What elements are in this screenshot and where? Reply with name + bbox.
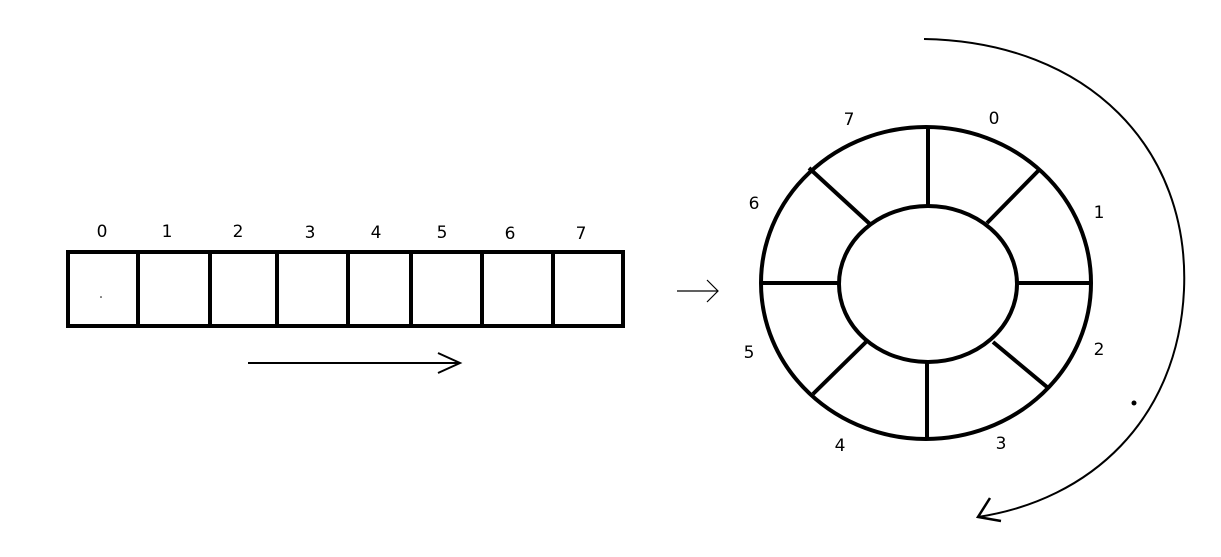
ring-spoke <box>807 166 873 227</box>
direction-arrow <box>248 352 463 374</box>
transition-arrow <box>677 279 719 303</box>
ring-index-label: 4 <box>835 436 846 456</box>
rotation-arrow <box>923 38 1186 523</box>
array-index-label: 0 <box>97 222 108 242</box>
array-index-label: 2 <box>233 222 244 242</box>
ring-spoke <box>985 167 1042 225</box>
stray-dot <box>1131 400 1137 406</box>
ring-index-label: 7 <box>844 110 855 130</box>
ring-index-label: 1 <box>1094 203 1105 223</box>
ring-inner <box>837 204 1019 364</box>
circular-buffer: 0 1 2 3 4 5 6 7 <box>744 109 1105 456</box>
ring-index-label: 2 <box>1094 340 1105 360</box>
array-outline <box>66 250 625 328</box>
ring-index-label: 6 <box>749 194 760 214</box>
array-index-label: 7 <box>576 224 587 244</box>
array-index-label: 6 <box>505 224 516 244</box>
array-index-label: 3 <box>305 223 316 243</box>
ring-index-label: 0 <box>989 109 1000 129</box>
stray-dot <box>100 296 102 298</box>
array-index-label: 1 <box>162 222 173 242</box>
array-index-label: 4 <box>371 223 382 243</box>
ring-spoke <box>811 340 868 396</box>
array-index-label: 5 <box>437 223 448 243</box>
ring-index-label: 5 <box>744 343 755 363</box>
linear-array: 0 1 2 3 4 5 6 7 <box>66 222 625 328</box>
ring-index-label: 3 <box>996 434 1007 454</box>
ring-spoke <box>991 340 1049 389</box>
